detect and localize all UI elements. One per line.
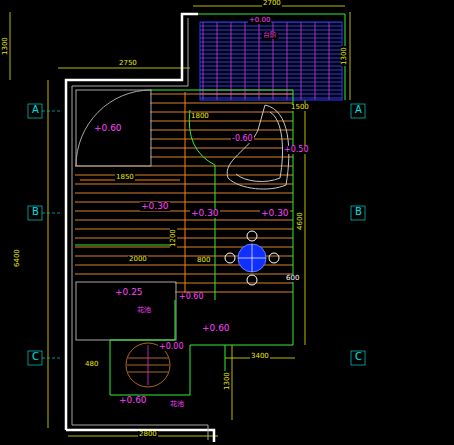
plan-annotation: +0.30: [190, 209, 220, 218]
plan-annotation: 1300: [341, 46, 348, 66]
plan-annotation: 2800: [138, 431, 158, 438]
plan-annotation: +0.00: [158, 343, 185, 351]
inner-walls: [72, 18, 208, 440]
plan-annotation: 6400: [14, 248, 21, 268]
plan-annotation: +0.60: [201, 324, 231, 333]
plan-annotation: +0.60: [118, 396, 148, 405]
axis-label: B: [31, 207, 40, 217]
plan-annotation: 2700: [262, 0, 282, 7]
site-lines: [75, 14, 345, 395]
axis-label: A: [31, 105, 40, 115]
pond-outline: [227, 105, 289, 189]
plan-annotation: +0.60: [178, 293, 205, 301]
deck-hatch: [75, 90, 293, 300]
table-set: [225, 231, 279, 285]
plan-annotation: 2750: [118, 60, 138, 67]
plan-annotation: 1300: [2, 36, 9, 56]
plan-annotation: +0.60: [93, 124, 123, 133]
plan-annotation: 800: [196, 257, 211, 264]
axis-label: C: [354, 352, 363, 362]
plan-annotation: 1200: [170, 228, 177, 248]
axis-label: A: [354, 105, 363, 115]
plan-annotation: 台阶: [262, 32, 278, 39]
plan-annotation: 600: [285, 275, 300, 282]
plan-annotation: 1300: [224, 371, 231, 391]
plan-annotation: 2000: [128, 256, 148, 263]
building-walls: [66, 14, 214, 442]
axis-label: B: [354, 207, 363, 217]
plan-annotation: 花池: [169, 401, 185, 408]
stair-hatch: [200, 22, 342, 100]
plan-annotation: 1500: [290, 104, 310, 111]
plan-annotation: 480: [84, 361, 99, 368]
plan-annotation: +0.30: [140, 202, 170, 211]
plan-annotation: +0.30: [260, 209, 290, 218]
plan-annotation: +0.25: [114, 288, 144, 297]
plan-annotation: 3400: [250, 353, 270, 360]
plan-annotation: +0.50: [283, 146, 310, 154]
stair-outline: [200, 22, 342, 100]
plan-annotation: +0.00: [248, 17, 271, 24]
plan-annotation: 1850: [115, 174, 135, 181]
plan-annotation: -0.60: [231, 135, 254, 143]
plan-annotation: 1800: [190, 113, 210, 120]
dimension-lines: [10, 6, 350, 436]
axis-label: C: [31, 352, 40, 362]
plan-annotation: 4600: [297, 211, 304, 231]
plan-annotation: 花池: [136, 307, 152, 314]
